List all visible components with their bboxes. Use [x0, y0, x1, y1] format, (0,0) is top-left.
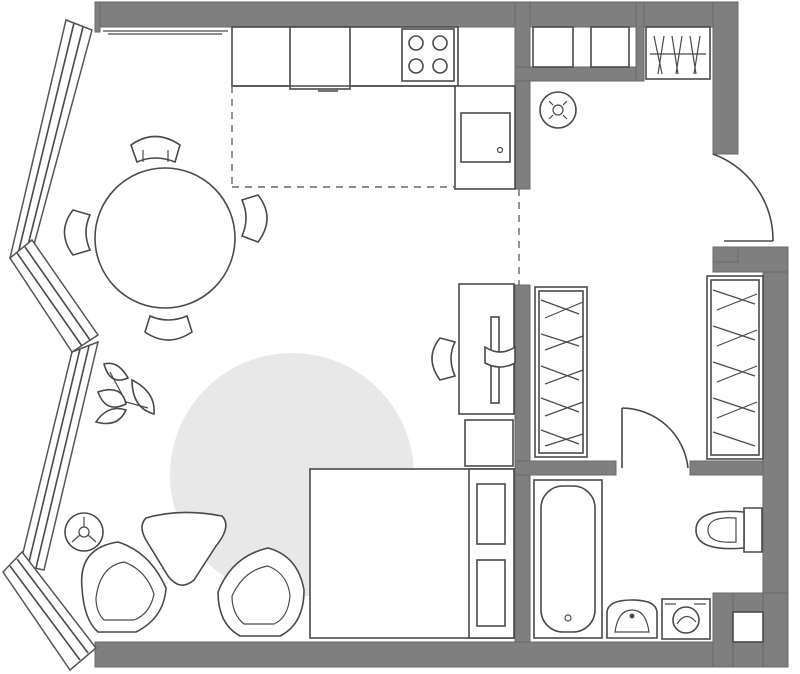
washbasin [606, 599, 658, 639]
bottom-right-post-3 [762, 592, 789, 668]
bottom-wall [94, 641, 789, 668]
side-table [64, 512, 104, 552]
chair-right [240, 194, 268, 243]
coffee-table [141, 511, 227, 586]
kitchen [231, 26, 516, 190]
monitor-stand [484, 345, 516, 368]
burner-1 [408, 35, 424, 51]
storage-wall-vertical [514, 1, 531, 190]
bath-wall-horizontal-right [689, 460, 764, 476]
side-cabinet [464, 419, 514, 467]
storage-room [539, 26, 711, 129]
desk-set [431, 283, 516, 467]
dining-set [63, 135, 268, 341]
bottom-right-post-2 [712, 592, 734, 668]
bath-wall-horizontal-left [514, 460, 617, 476]
storage-niche-1 [532, 26, 574, 68]
chair-left [63, 209, 92, 256]
small-square [732, 611, 764, 643]
wardrobe-right [706, 275, 764, 460]
storage-wall-post [635, 1, 645, 82]
burner-3 [408, 58, 424, 74]
burner-2 [432, 35, 448, 51]
toilet [743, 507, 763, 553]
water-heater [539, 91, 577, 129]
shelf-hangers [650, 35, 706, 75]
burner-4 [432, 58, 448, 74]
window-mid-upper [9, 238, 100, 354]
storage-niche-2 [590, 26, 630, 68]
washing-machine-drum [672, 606, 700, 634]
chair-top [130, 135, 181, 164]
right-wall-inner [712, 246, 739, 263]
right-wall-upper [712, 1, 739, 155]
fridge [289, 26, 351, 90]
lounge [64, 511, 305, 637]
walls [94, 1, 789, 668]
entrance-door [712, 153, 774, 242]
storage-wall-horizontal [514, 66, 641, 82]
window-mid-lower [19, 340, 100, 571]
shelf-unit [645, 26, 711, 80]
sink [460, 112, 511, 163]
plant-icon [94, 362, 155, 425]
right-wall-lower [762, 246, 789, 611]
bathtub-inner [540, 485, 596, 633]
pillow-1 [476, 483, 506, 545]
toilet-bowl [695, 510, 745, 550]
bathtub-drain [564, 614, 572, 622]
armchair-right [217, 547, 305, 637]
bathroom [533, 479, 763, 640]
stove [401, 28, 455, 82]
sink-drain [496, 146, 504, 154]
armchair-left [80, 541, 167, 633]
chair-bottom [144, 314, 193, 341]
desk-chair [431, 337, 457, 381]
dining-table [94, 167, 236, 309]
window-lower [2, 550, 98, 672]
pillow-2 [476, 559, 506, 627]
bed [309, 468, 515, 639]
window-left-wall [2, 18, 100, 672]
left-top-stub [94, 1, 101, 33]
wardrobe-left [534, 286, 588, 458]
bathroom-door [621, 407, 689, 469]
